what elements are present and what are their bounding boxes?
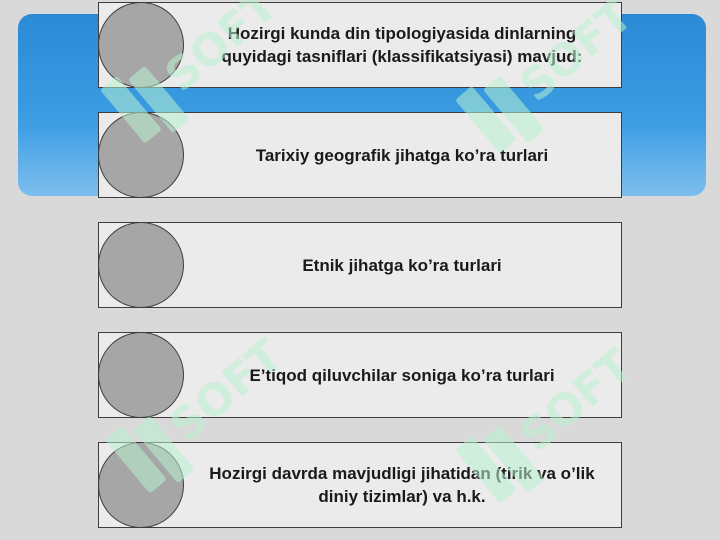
text-box: Hozirgi davrda mavjudligi jihatidan (tir… (98, 442, 622, 528)
circle-marker (98, 222, 184, 308)
circle-marker (98, 442, 184, 528)
item-text: Tarixiy geografik jihatga ko’ra turlari (255, 145, 549, 165)
list-item-3: Etnik jihatga ko’ra turlari (98, 222, 622, 308)
list-item-4: E’tiqod qiluvchilar soniga ko’ra turlari (98, 332, 622, 418)
circle-marker (98, 332, 184, 418)
circle-marker (98, 112, 184, 198)
item-text: Hozirgi davrda mavjudligi jihatidan (tir… (209, 464, 595, 506)
circle-marker (98, 2, 184, 88)
text-box: Etnik jihatga ko’ra turlari (98, 222, 622, 308)
list-item-2: Tarixiy geografik jihatga ko’ra turlari (98, 112, 622, 198)
text-box: Hozirgi kunda din tipologiyasida dinlarn… (98, 2, 622, 88)
list-item-5: Hozirgi davrda mavjudligi jihatidan (tir… (98, 442, 622, 528)
item-text: Hozirgi kunda din tipologiyasida dinlarn… (221, 24, 583, 66)
item-text: Etnik jihatga ko’ra turlari (302, 255, 502, 275)
text-box: E’tiqod qiluvchilar soniga ko’ra turlari (98, 332, 622, 418)
list-item-1: Hozirgi kunda din tipologiyasida dinlarn… (98, 2, 622, 88)
item-text: E’tiqod qiluvchilar soniga ko’ra turlari (249, 365, 555, 385)
